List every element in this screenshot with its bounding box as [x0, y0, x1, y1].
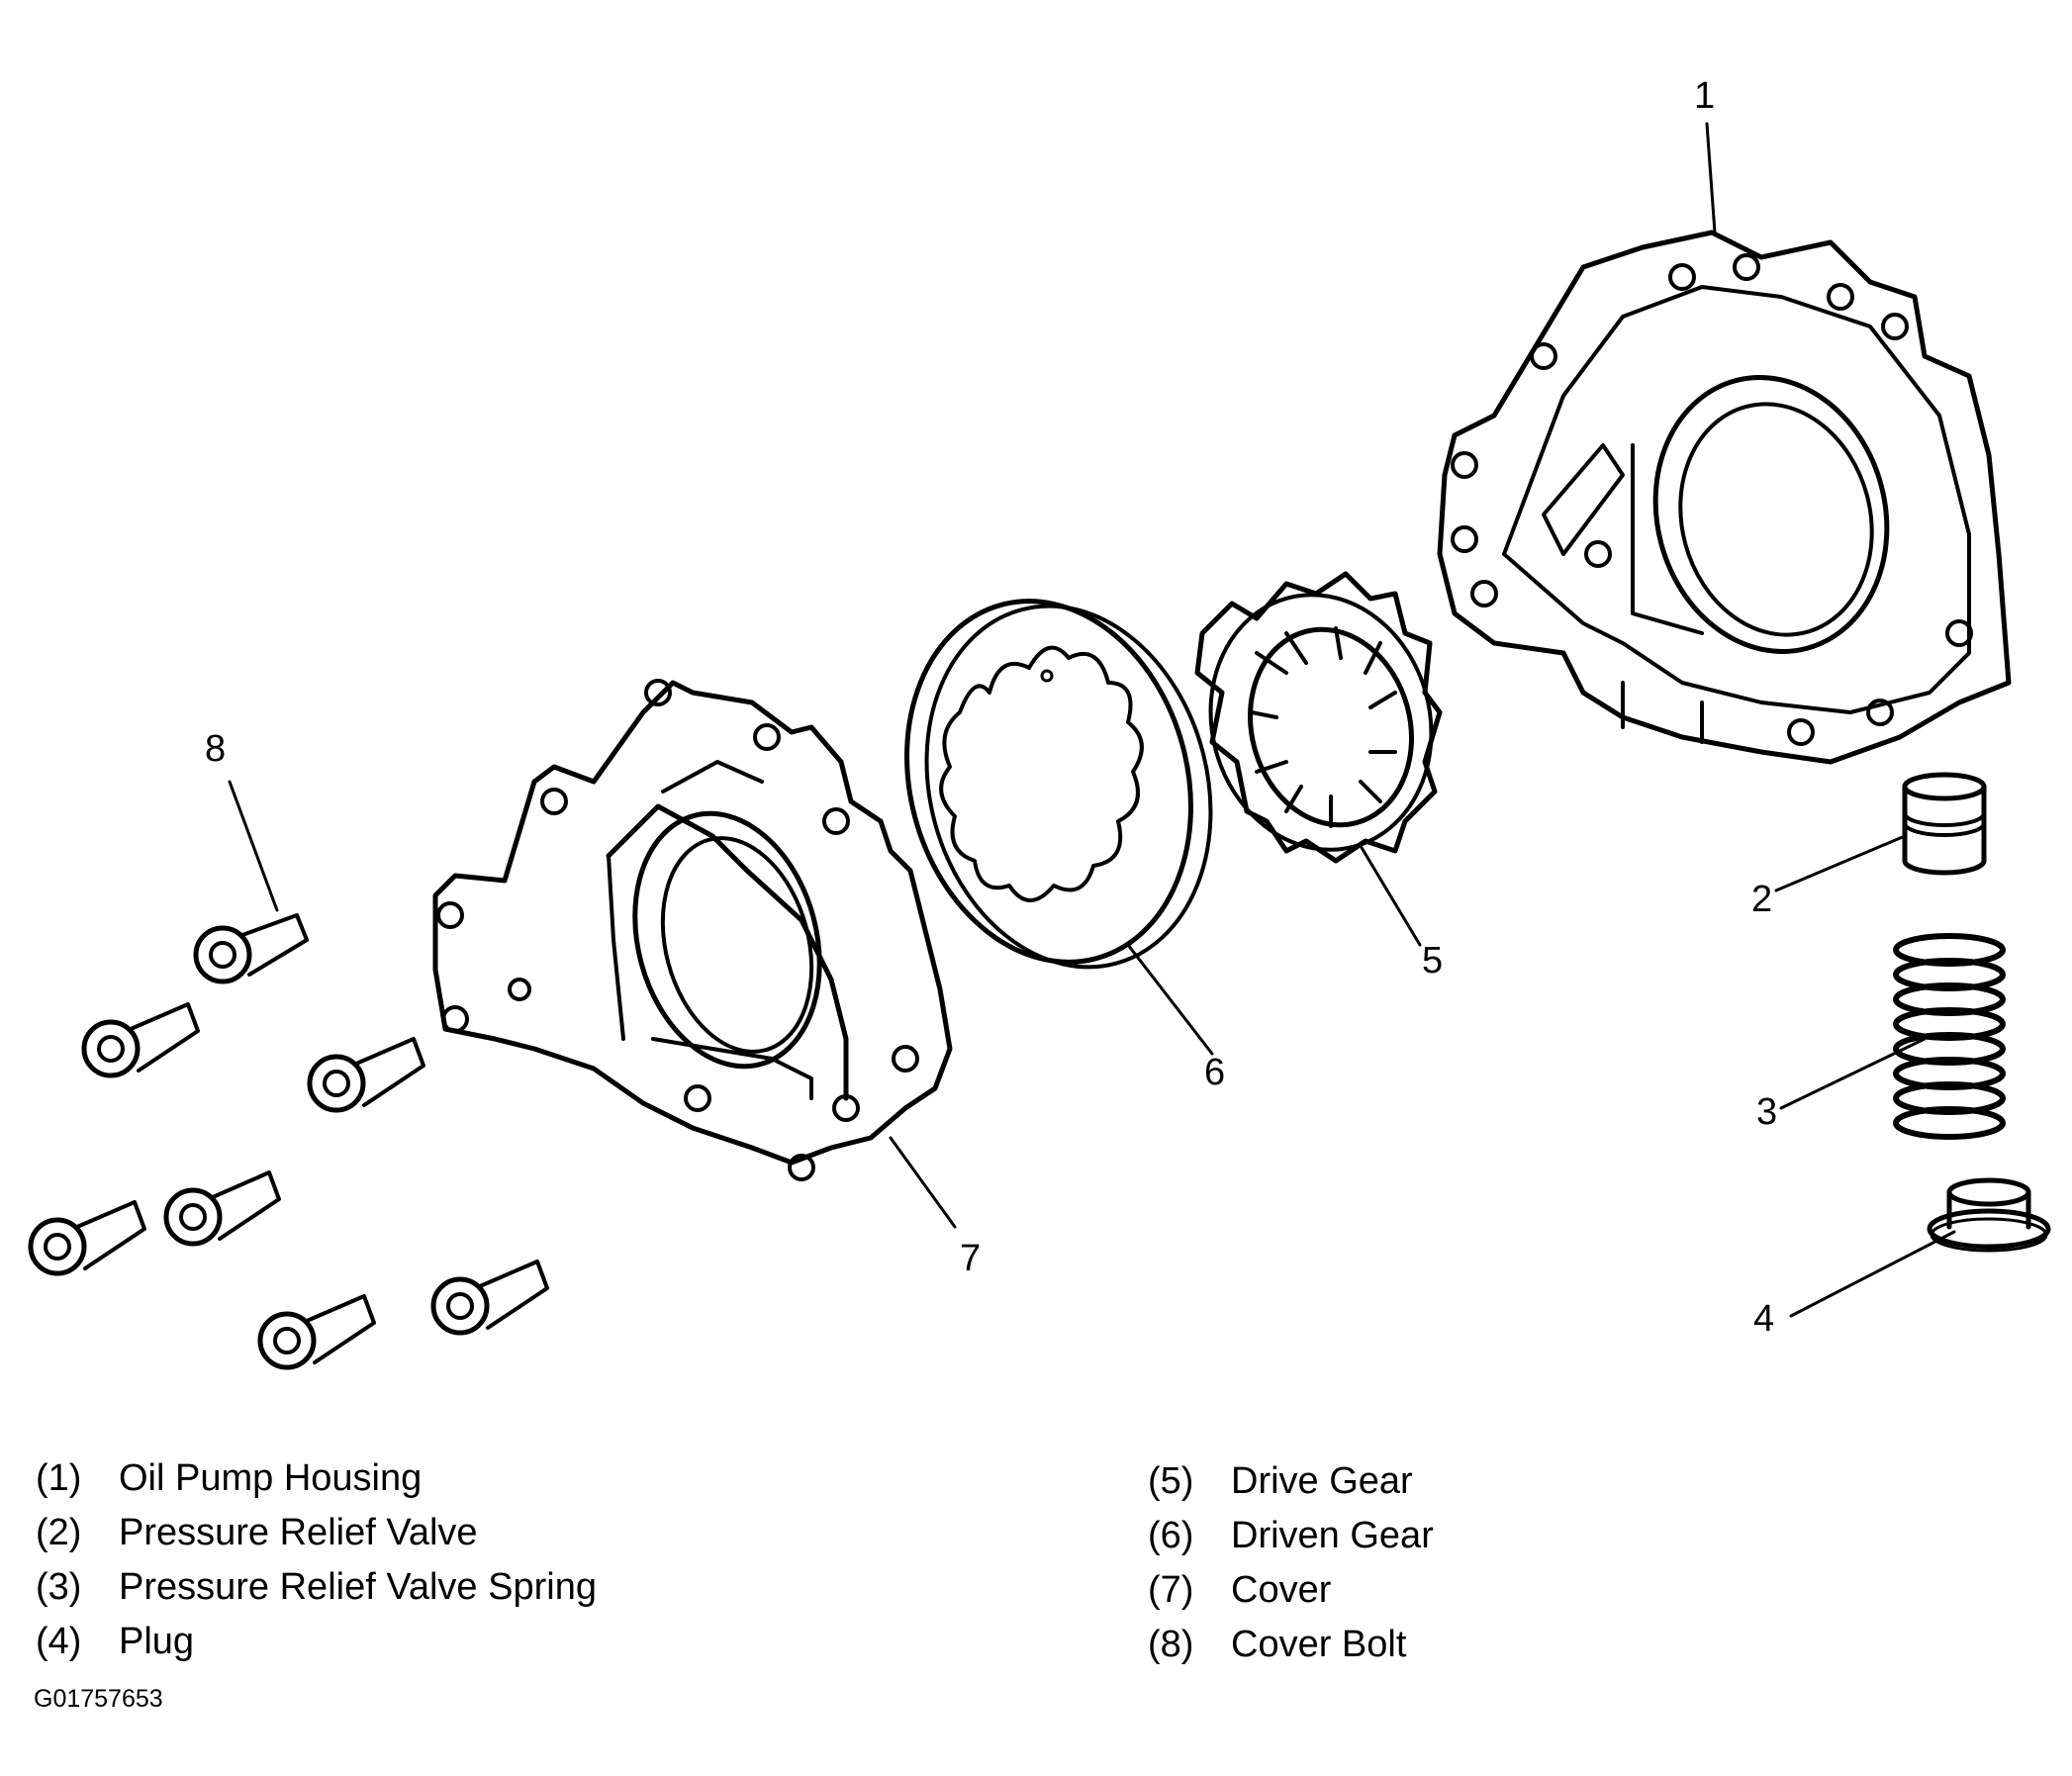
legend-label: Pressure Relief Valve — [119, 1512, 478, 1553]
figure-id: G01757653 — [34, 1685, 163, 1713]
callout-8: 8 — [205, 728, 227, 770]
legend-label: Pressure Relief Valve Spring — [119, 1566, 597, 1608]
legend-number: (6) — [1148, 1515, 1194, 1556]
callout-7: 7 — [960, 1238, 982, 1279]
cover — [432, 679, 953, 1181]
legend-label: Driven Gear — [1231, 1515, 1434, 1556]
legend-item-pressure-relief-valve-spring: (3) Pressure Relief Valve Spring — [36, 1568, 597, 1606]
legend-number: (1) — [36, 1457, 82, 1499]
legend-number: (8) — [1148, 1624, 1194, 1665]
oil-pump-housing — [1437, 230, 2012, 765]
legend-item-plug: (4) Plug — [36, 1623, 194, 1660]
cover-bolt — [163, 1170, 281, 1247]
callout-2: 2 — [1751, 879, 1773, 920]
cover-bolt — [81, 1002, 200, 1078]
driven-gear — [904, 599, 1213, 970]
callout-3: 3 — [1756, 1091, 1778, 1133]
legend-item-cover-bolt: (8) Cover Bolt — [1148, 1626, 1406, 1663]
cover-bolt — [430, 1260, 549, 1336]
callout-5: 5 — [1422, 940, 1444, 981]
callout-1: 1 — [1694, 75, 1716, 117]
legend-label: Drive Gear — [1231, 1460, 1413, 1502]
drive-gear — [1194, 571, 1443, 864]
legend-item-pressure-relief-valve: (2) Pressure Relief Valve — [36, 1514, 478, 1551]
leader-lines — [228, 122, 1956, 1318]
legend-label: Plug — [119, 1621, 195, 1662]
cover-bolt — [257, 1294, 376, 1370]
legend-number: (5) — [1148, 1460, 1194, 1502]
pressure-relief-valve — [1902, 772, 1987, 876]
legend-number: (2) — [36, 1512, 82, 1553]
legend-label: Cover Bolt — [1231, 1624, 1407, 1665]
cover-bolt — [193, 913, 309, 984]
legend-number: (7) — [1148, 1569, 1194, 1611]
cover-bolts — [28, 913, 549, 1370]
plug — [1927, 1177, 2051, 1253]
callout-6: 6 — [1204, 1052, 1226, 1093]
legend-item-drive-gear: (5) Drive Gear — [1148, 1462, 1413, 1500]
legend-item-cover: (7) Cover — [1148, 1571, 1331, 1609]
pressure-relief-valve-spring — [1893, 933, 2006, 1140]
legend-label: Oil Pump Housing — [119, 1457, 423, 1499]
cover-bolt — [307, 1037, 425, 1113]
legend-item-driven-gear: (6) Driven Gear — [1148, 1517, 1434, 1554]
legend-number: (3) — [36, 1566, 82, 1608]
legend-number: (4) — [36, 1621, 82, 1662]
callout-4: 4 — [1753, 1298, 1775, 1340]
legend-label: Cover — [1231, 1569, 1332, 1611]
legend-item-oil-pump-housing: (1) Oil Pump Housing — [36, 1459, 422, 1497]
cover-bolt — [28, 1200, 146, 1276]
